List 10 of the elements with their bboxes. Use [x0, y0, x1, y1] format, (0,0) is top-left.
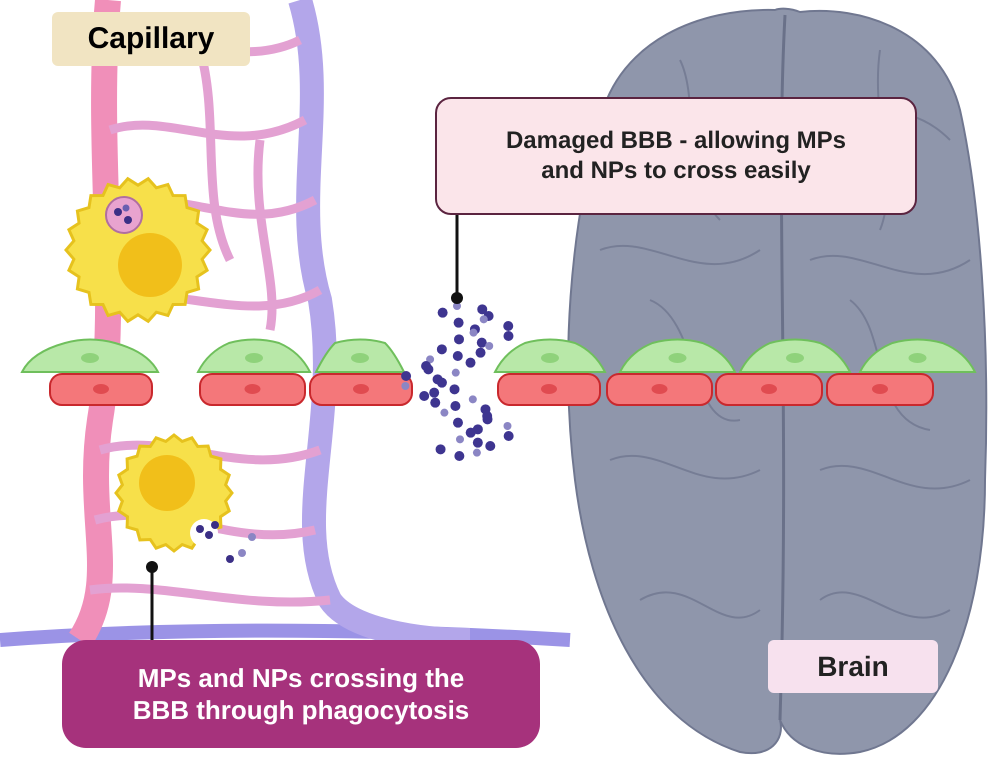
leader-line: [146, 561, 158, 640]
label-text: Brain: [817, 650, 889, 684]
leader-line: [451, 215, 463, 304]
label-text: MPs and NPs crossing the BBB through phagocytosis: [132, 662, 470, 726]
label-text: Capillary: [88, 21, 214, 58]
label-box: [435, 97, 917, 215]
label-text: Damaged BBB - allowing MPs and NPs to cross easily: [504, 126, 848, 186]
label-box: [62, 640, 540, 748]
label-box: [768, 640, 938, 693]
label-box: [52, 12, 250, 66]
